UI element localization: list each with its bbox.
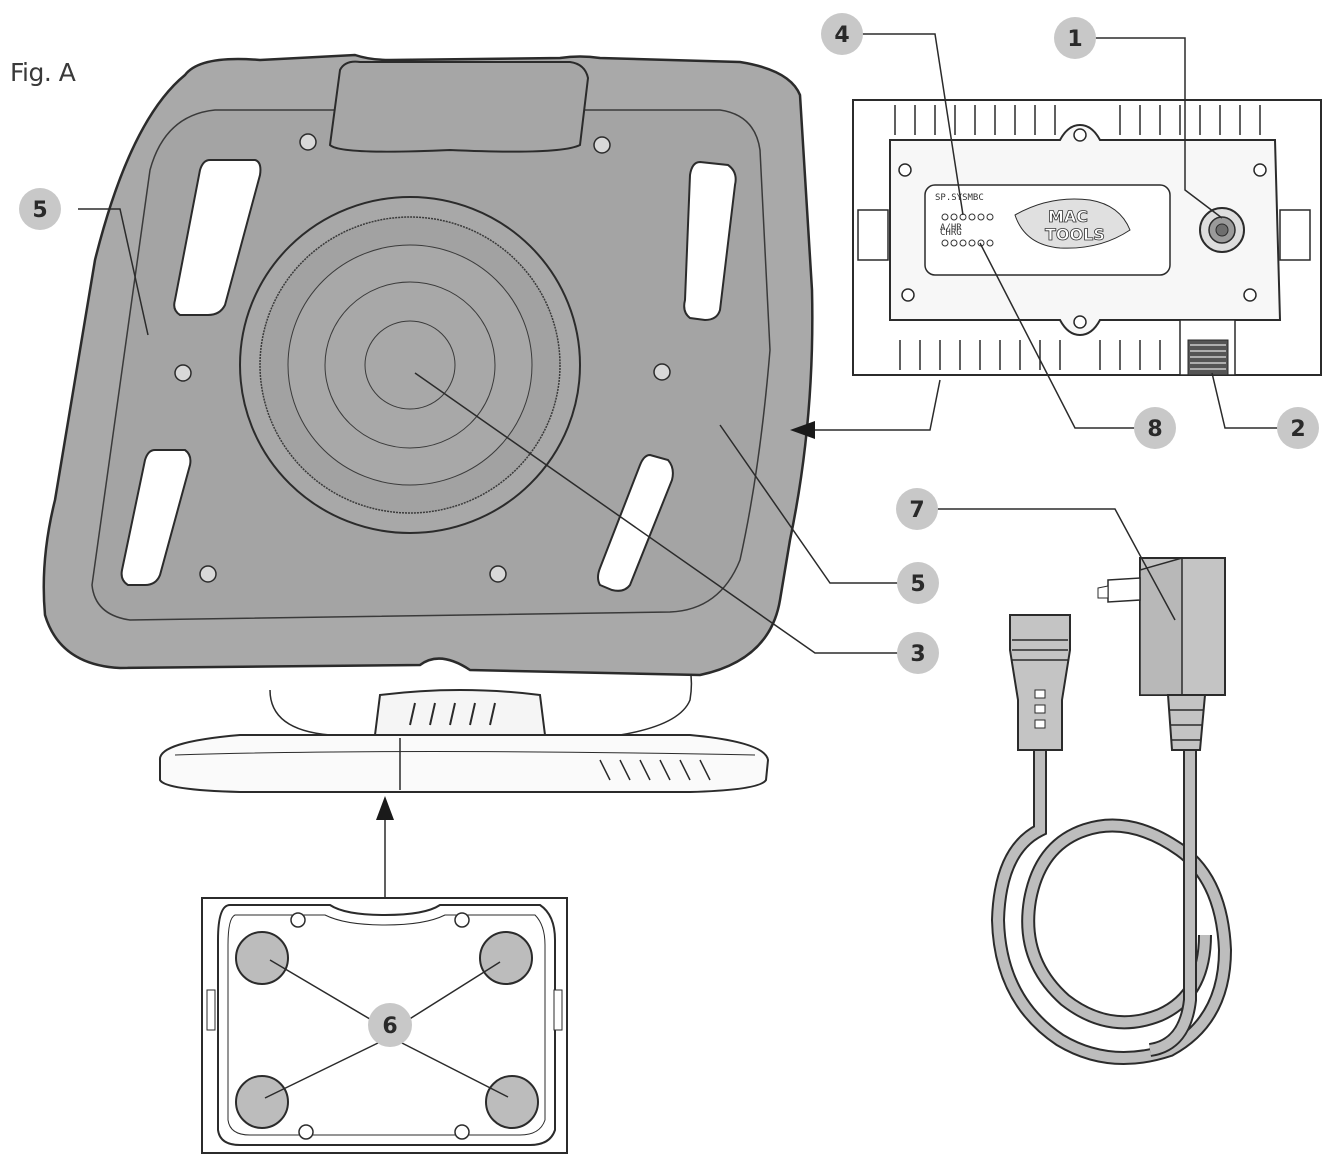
callout-1: 1 [1054, 17, 1096, 59]
power-adapter [990, 557, 1233, 1065]
main-light-unit [42, 53, 814, 793]
indicator-row-2 [941, 239, 994, 247]
indicator-row2-label: CHRG [940, 228, 962, 238]
callout-2: 2 [1277, 407, 1319, 449]
control-panel-detail: SP.SYSMBC A/HR CHRG MAC TOOLS [852, 99, 1322, 376]
arrow-to-panel [790, 421, 815, 439]
indicator-row1-label: A/HR [940, 223, 962, 233]
svg-text:7: 7 [909, 498, 924, 523]
brand-line2: TOOLS [1045, 225, 1105, 244]
charging-port [1179, 319, 1236, 376]
callout-6: 6 [368, 1003, 412, 1047]
svg-text:4: 4 [834, 23, 849, 48]
indicator-row-1 [941, 213, 994, 221]
svg-text:5: 5 [910, 572, 925, 597]
heat-sink-fins [894, 105, 1261, 370]
leader-lines [78, 33, 1278, 1099]
callout-7: 7 [896, 488, 938, 530]
screw-set [174, 133, 671, 583]
arrow-to-base [376, 796, 394, 820]
svg-text:8: 8 [1147, 417, 1162, 442]
svg-text:6: 6 [382, 1014, 397, 1039]
callout-5-right: 5 [897, 562, 939, 604]
power-button [1199, 207, 1245, 253]
light-lens [239, 196, 581, 534]
svg-text:5: 5 [32, 198, 47, 223]
svg-text:2: 2 [1290, 417, 1305, 442]
callout-8: 8 [1134, 407, 1176, 449]
model-text: SP.SYSMBC [935, 193, 984, 203]
light-housing [42, 53, 814, 677]
svg-text:1: 1 [1067, 27, 1082, 52]
callout-5-left: 5 [19, 188, 61, 230]
svg-text:3: 3 [910, 642, 925, 667]
stand-base [159, 734, 770, 793]
callout-3: 3 [897, 632, 939, 674]
brand-logo: MAC TOOLS [1014, 198, 1131, 249]
brand-line1: MAC [1048, 207, 1088, 226]
arrowheads [376, 421, 815, 820]
figure-label: Fig. A [10, 58, 76, 87]
magnet-pads [235, 931, 539, 1129]
callout-4: 4 [821, 13, 863, 55]
